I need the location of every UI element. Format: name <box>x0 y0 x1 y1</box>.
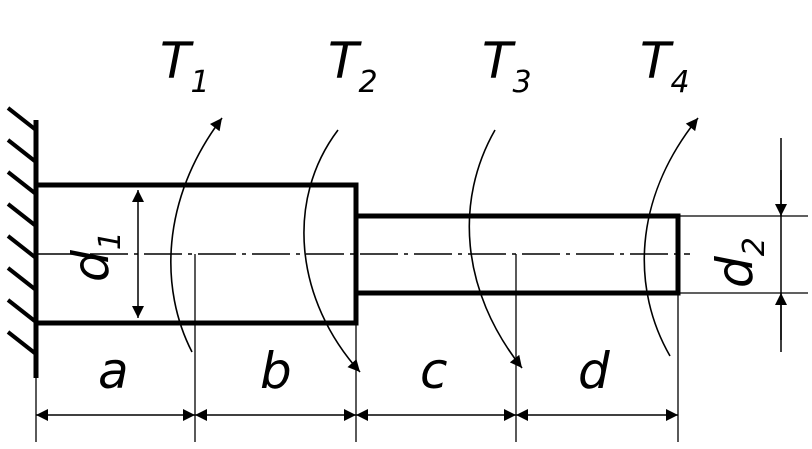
segment-a-label: a <box>98 342 129 400</box>
extension-lines <box>35 215 808 442</box>
torque-t1-arrow <box>170 117 223 353</box>
d2-label: d2 <box>706 237 772 288</box>
segment-b-label: b <box>260 342 292 400</box>
fixed-support <box>6 106 39 378</box>
t2-label: T2 <box>328 32 378 100</box>
segment-labels: a b c d <box>98 342 610 400</box>
d1-label: d1 <box>62 231 128 282</box>
segment-d-label: d <box>578 342 610 400</box>
t1-label: T1 <box>160 32 210 100</box>
torque-t3-arrow <box>468 129 523 369</box>
segment-c-label: c <box>420 342 448 400</box>
torque-t2-arrow <box>303 129 361 373</box>
t3-label: T3 <box>482 32 532 100</box>
t4-label: T4 <box>640 32 690 100</box>
torque-labels: T1 T2 T3 T4 <box>160 32 690 100</box>
torque-arrows <box>170 117 699 373</box>
torque-t4-arrow <box>643 117 699 357</box>
